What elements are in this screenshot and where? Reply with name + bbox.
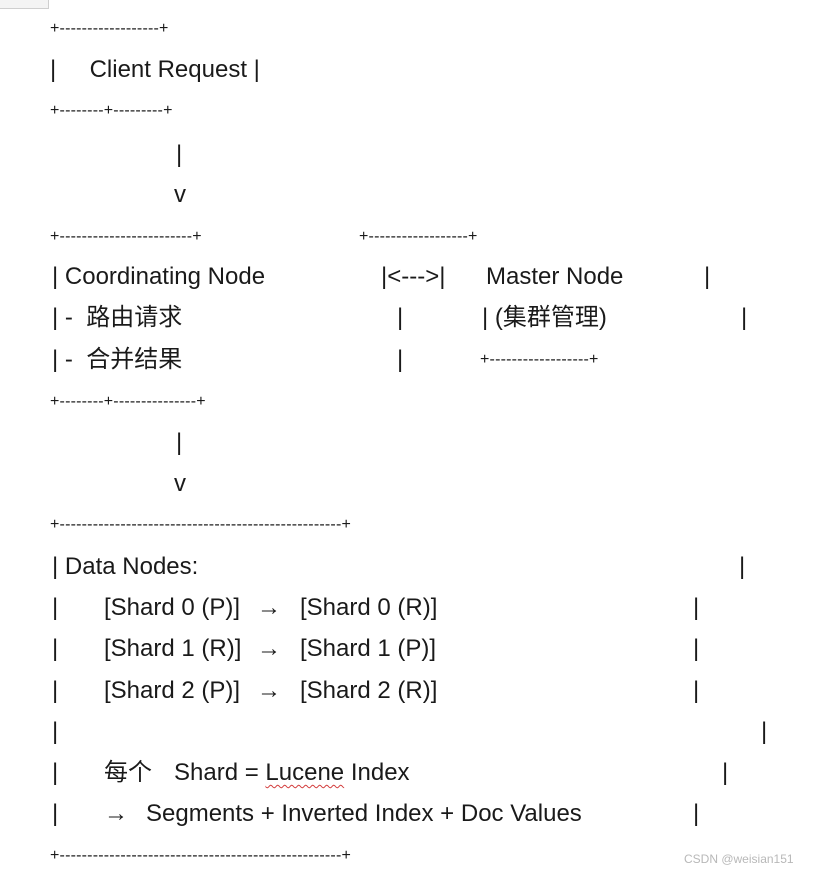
master-node-label: Master Node [486,263,624,290]
csdn-watermark: CSDN @weisian151 [684,852,794,866]
blank-row-left-border: | [52,718,59,745]
connector-pipe-2: | [176,429,183,456]
master-box-bottom-border: +------------------+ [480,351,599,368]
connector-arrowhead-2: v [174,470,186,497]
row-right-border: | [693,635,700,662]
row-left-border: | [52,677,59,704]
client-box-bottom-border: +--------+---------+ [50,102,173,119]
lucene-word: Lucene [265,759,345,786]
bidirectional-link: |<--->| [381,263,446,290]
shard-definition-text: Shard = Lucene Index [174,761,410,785]
row-left-border: | [52,635,59,662]
coordinating-box-right-edge-1: | [397,304,404,331]
coordinating-box-right-edge-2: | [397,346,404,373]
route-request-line: | - 路由请求 [52,304,183,331]
merge-results-line: | - 合并结果 [52,346,183,373]
row-right-border: | [693,594,700,621]
master-box-right-edge-1: | [704,263,711,290]
row-left-border: | [52,594,59,621]
index-word: Index [344,759,410,786]
right-arrow-icon: → [104,800,128,827]
data-nodes-label: | Data Nodes: [52,553,199,580]
shard-equals: Shard = [174,759,266,786]
connector-pipe-1: | [176,141,183,168]
shard-0-replica: [Shard 0 (R)] [300,594,438,621]
window-corner [0,0,49,9]
shard-1-replica: [Shard 1 (R)] [104,635,242,662]
row-right-border: | [693,800,700,827]
shard-2-replica: [Shard 2 (R)] [300,677,438,704]
row-right-border: | [722,759,729,786]
row-left-border: | [52,759,59,786]
data-box-right-edge-1: | [739,553,746,580]
master-box-right-edge-2: | [741,304,748,331]
right-arrow-icon: → [257,677,281,704]
row-right-border: | [693,677,700,704]
coordinating-box-bottom-border: +--------+---------------+ [50,393,206,410]
data-box-top-border: +---------------------------------------… [50,516,352,533]
blank-row-right-border: | [761,718,768,745]
right-arrow-icon: → [257,635,281,662]
shard-0-primary: [Shard 0 (P)] [104,594,241,621]
coordinating-node-label: | Coordinating Node [52,263,266,290]
shard-2-primary: [Shard 2 (P)] [104,677,241,704]
connector-arrowhead-1: v [174,181,186,208]
master-box-top-border: +------------------+ [359,228,478,245]
cluster-management-line: | (集群管理) [482,304,607,331]
row-left-border: | [52,800,59,827]
right-arrow-icon: → [257,594,281,621]
client-request-label: | Client Request | [50,56,260,83]
each-label: 每个 [104,759,152,786]
client-box-top-border: +------------------+ [50,20,169,37]
data-box-bottom-border: +---------------------------------------… [50,847,352,864]
shard-1-primary: [Shard 1 (P)] [300,635,437,662]
coordinating-box-top-border: +------------------------+ [50,228,202,245]
segments-description: Segments + Inverted Index + Doc Values [146,800,582,827]
